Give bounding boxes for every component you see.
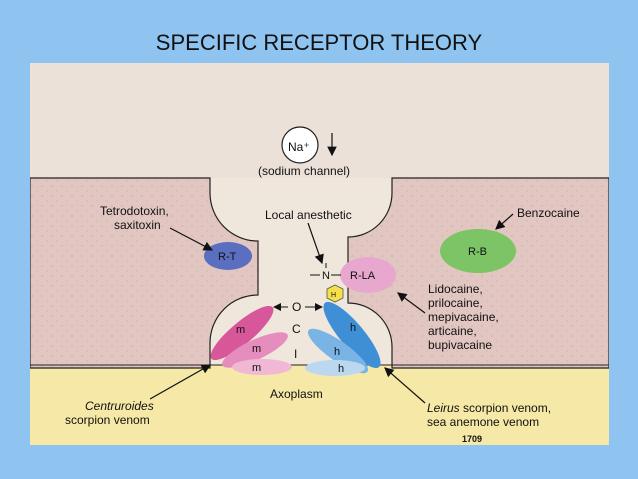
receptor-rt-label: R-T bbox=[218, 251, 237, 263]
subunit-h-1-label: h bbox=[350, 322, 356, 334]
drug-list-item: prilocaine, bbox=[428, 296, 483, 310]
benzocaine-label: Benzocaine bbox=[517, 206, 580, 220]
drug-n-label: N bbox=[322, 270, 330, 282]
membrane-left bbox=[30, 177, 259, 369]
leirus-label: Leirus scorpion venom, bbox=[427, 401, 551, 415]
page-number: 1709 bbox=[462, 434, 482, 444]
subunit-h-2-label: h bbox=[334, 346, 340, 358]
toxin-label-line1: Tetrodotoxin, bbox=[100, 204, 169, 218]
subunit-m-1 bbox=[210, 305, 274, 361]
sea-anemone-label: sea anemone venom bbox=[427, 415, 539, 429]
local-anesthetic-arrow bbox=[307, 222, 324, 265]
subunit-h-3 bbox=[305, 360, 365, 376]
receptor-diagram: Na⁺ (sodium channel) R-T R-B R-LA N H O … bbox=[30, 63, 609, 445]
sodium-ion-bubble bbox=[281, 126, 319, 164]
drug-list-item: bupivacaine bbox=[428, 338, 492, 352]
receptor-rb-label: R-B bbox=[468, 246, 487, 258]
toxin-arrow bbox=[169, 227, 214, 251]
drug-list-item: articaine, bbox=[428, 324, 477, 338]
centruroides-arrow bbox=[149, 364, 212, 400]
extracellular-region bbox=[30, 63, 609, 178]
gate-o-label: O bbox=[292, 300, 301, 314]
diagram-canvas: Na⁺ (sodium channel) R-T R-B R-LA N H O … bbox=[30, 63, 609, 445]
local-anesthetic-label: Local anesthetic bbox=[265, 208, 352, 222]
axoplasm-label: Axoplasm bbox=[270, 387, 323, 401]
gate-i-label: I bbox=[294, 347, 297, 361]
receptor-rt bbox=[204, 242, 252, 270]
drug-list-item: Lidocaine, bbox=[428, 282, 483, 296]
membrane-right bbox=[347, 177, 609, 369]
subunit-m-1-label: m bbox=[236, 324, 245, 336]
subunit-h-3-label: h bbox=[338, 363, 344, 375]
drug-list-arrow bbox=[397, 292, 426, 314]
gate-c-label: C bbox=[292, 322, 301, 336]
leirus-arrow bbox=[384, 367, 426, 404]
axoplasm-region bbox=[30, 365, 609, 445]
benzocaine-arrow bbox=[495, 213, 514, 230]
subunit-h-1 bbox=[323, 301, 381, 369]
centruroides-label: Centruroides bbox=[85, 399, 154, 413]
drug-h-hexagon bbox=[326, 284, 344, 303]
receptor-rla bbox=[340, 257, 396, 293]
centruroides-venom-label: scorpion venom bbox=[65, 413, 150, 427]
subunit-m-3 bbox=[232, 359, 292, 375]
receptor-rla-label: R-LA bbox=[350, 270, 376, 282]
sodium-channel-label: (sodium channel) bbox=[258, 164, 350, 178]
toxin-label-line2: saxitoxin bbox=[114, 218, 161, 232]
subunit-m-2 bbox=[222, 332, 288, 368]
receptor-rb bbox=[440, 229, 516, 273]
slide-title: SPECIFIC RECEPTOR THEORY bbox=[155, 30, 483, 55]
subunit-m-3-label: m bbox=[252, 362, 261, 374]
sodium-ion-label: Na⁺ bbox=[288, 140, 310, 154]
drug-list-item: mepivacaine, bbox=[428, 310, 499, 324]
subunit-m-2-label: m bbox=[252, 343, 261, 355]
drug-h-label: H bbox=[331, 292, 336, 299]
